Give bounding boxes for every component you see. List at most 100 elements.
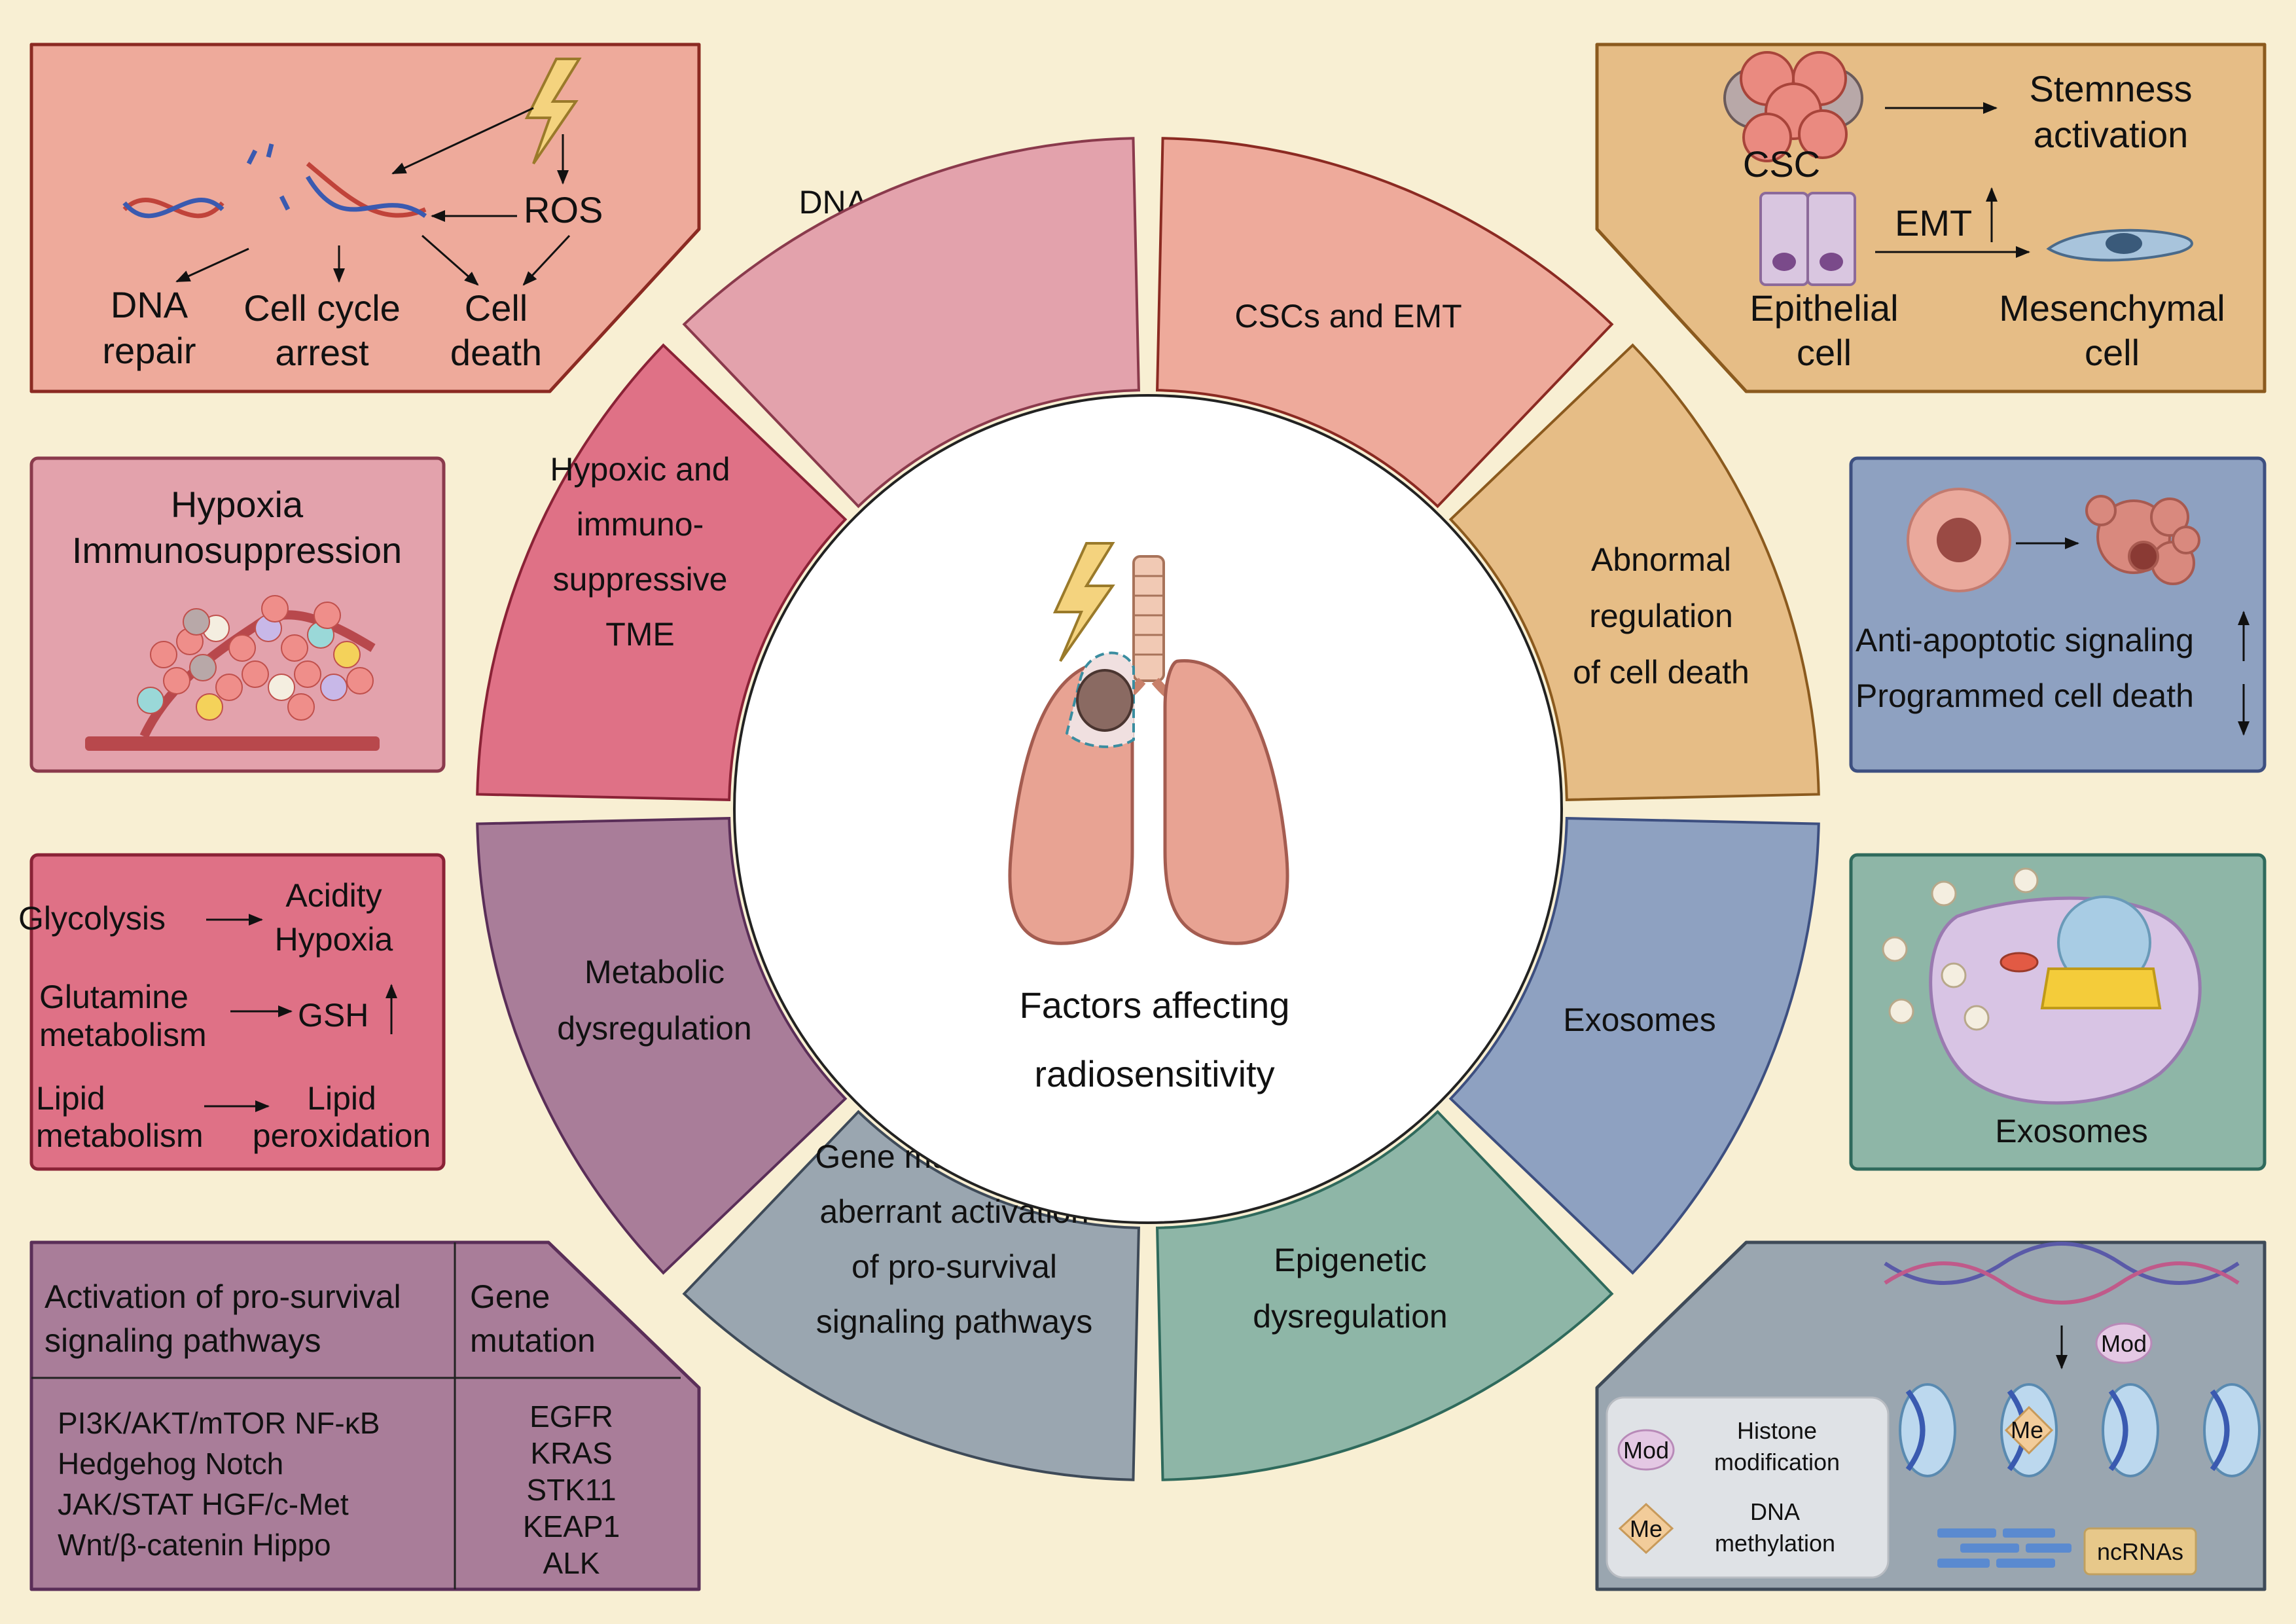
mod-legend-label: Mod bbox=[1623, 1437, 1669, 1464]
lightning-icon bbox=[1052, 542, 1115, 662]
segment-hyp-label-4: TME bbox=[605, 616, 675, 653]
pathway-item: JAK/STAT HGF/c-Met bbox=[58, 1487, 349, 1521]
panel-hypoxia: Hypoxia Immunosuppression bbox=[29, 456, 446, 773]
pathways-title-1: Activation of pro-survival bbox=[45, 1278, 401, 1315]
segment-hyp bbox=[682, 137, 1140, 509]
segment-meta-label-2: dysregulation bbox=[557, 1010, 751, 1047]
cell-cycle-label-1: Cell cycle bbox=[243, 287, 401, 329]
ncrnas-label: ncRNAs bbox=[2097, 1538, 2183, 1565]
panel-gene-mutation: Activation of pro-survival signaling pat… bbox=[29, 1240, 701, 1591]
pathway-item: Hedgehog Notch bbox=[58, 1447, 283, 1481]
glutamine-label-1: Glutamine bbox=[39, 979, 188, 1015]
me-legend-icon bbox=[1618, 1502, 1674, 1555]
segment-death bbox=[1448, 817, 1820, 1275]
cell-death-label-1: Cell bbox=[465, 287, 528, 329]
csc-cluster-icon bbox=[1723, 51, 1863, 162]
hypoxia-title-2: Immunosuppression bbox=[72, 530, 402, 571]
stemness-label-2: activation bbox=[2034, 114, 2189, 155]
exosome-vesicles bbox=[1882, 867, 2039, 1031]
pathway-item: PI3K/AKT/mTOR NF-κB bbox=[58, 1406, 380, 1440]
lipid-label-1: Lipid bbox=[36, 1080, 105, 1117]
segment-exo-label-1: Exosomes bbox=[1563, 1001, 1715, 1038]
ncrnas-badge bbox=[2083, 1527, 2197, 1576]
gene-item: EGFR bbox=[529, 1399, 613, 1434]
segment-hyp-label-3: suppressive bbox=[553, 561, 728, 598]
epithelial-label-1: Epithelial bbox=[1749, 287, 1898, 329]
segment-epi-label-1: Epigenetic bbox=[1274, 1242, 1427, 1278]
stemness-label-1: Stemness bbox=[2030, 68, 2193, 109]
dna-repair-label-1: DNA bbox=[111, 284, 188, 325]
segment-dna bbox=[1156, 137, 1614, 509]
pathway-item: Wnt/β-catenin Hippo bbox=[58, 1528, 331, 1562]
segment-gene bbox=[476, 817, 848, 1275]
gene-item: ALK bbox=[543, 1546, 600, 1580]
segment-hyp-label-1: Hypoxic and bbox=[550, 451, 730, 488]
dna-meth-label-2: methylation bbox=[1715, 1530, 1835, 1557]
segment-meta bbox=[476, 343, 848, 801]
segment-epi bbox=[682, 1110, 1140, 1481]
segment-hyp-label-2: immuno- bbox=[577, 506, 704, 543]
histone-label-2: modification bbox=[1714, 1449, 1840, 1475]
panel-epigenetic: Mod Me Mod Histone modification Me DNA m… bbox=[1595, 1240, 2267, 1591]
mesenchymal-label-2: cell bbox=[2085, 332, 2140, 373]
lungs-illustration bbox=[1008, 542, 1289, 945]
hypoxia-title-1: Hypoxia bbox=[171, 484, 304, 525]
lipid-out-label-1: Lipid bbox=[307, 1080, 376, 1117]
segment-gene-label-3: of pro-survival bbox=[852, 1248, 1057, 1285]
pathways-title-2: signaling pathways bbox=[45, 1322, 321, 1359]
glutamine-label-2: metabolism bbox=[39, 1017, 207, 1053]
gene-item: KEAP1 bbox=[523, 1509, 620, 1543]
center-title-line-1: Factors affecting bbox=[1020, 984, 1290, 1026]
tumor-icon bbox=[1076, 669, 1134, 732]
acidity-label: Acidity bbox=[285, 877, 382, 914]
panel-dna-damage: ROS DNA repair Cell cycle arrest Cell de… bbox=[29, 43, 701, 393]
csc-label: CSC bbox=[1743, 143, 1820, 185]
nucleosomes-icon: Me bbox=[1899, 1383, 2261, 1477]
histone-label-1: Histone bbox=[1737, 1417, 1817, 1444]
trachea-icon bbox=[1132, 555, 1165, 682]
center-title-line-2: radiosensitivity bbox=[1034, 1053, 1274, 1094]
gene-item: STK11 bbox=[526, 1473, 616, 1507]
segment-death-label-2: regulation bbox=[1589, 598, 1733, 634]
epithelial-cell-icon bbox=[1759, 192, 1856, 286]
segment-csc bbox=[1448, 343, 1820, 801]
segment-epi-label-2: dysregulation bbox=[1253, 1298, 1447, 1335]
segment-death-label-3: of cell death bbox=[1573, 654, 1749, 691]
dna-meth-label-1: DNA bbox=[1750, 1498, 1800, 1525]
mesenchymal-label-1: Mesenchymal bbox=[1999, 287, 2225, 329]
segment-csc-label-1: CSCs and EMT bbox=[1234, 298, 1462, 334]
me-badge-label: Me bbox=[2011, 1416, 2043, 1443]
gsh-label: GSH bbox=[298, 997, 368, 1034]
gene-mutation-title-1: Gene bbox=[470, 1278, 550, 1315]
center-circle bbox=[733, 394, 1563, 1224]
factor-ring: DNA damage repairand cell cycledysregula… bbox=[476, 137, 1820, 1481]
cell-cycle-label-2: arrest bbox=[275, 332, 369, 373]
lipid-label-2: metabolism bbox=[36, 1117, 204, 1154]
dna-repair-label-2: repair bbox=[102, 330, 196, 371]
cell-death-label-2: death bbox=[450, 332, 542, 373]
segment-death-label-1: Abnormal bbox=[1591, 541, 1731, 578]
me-legend-label: Me bbox=[1630, 1515, 1662, 1542]
dna-helix-icon bbox=[122, 143, 427, 219]
panel-csc-emt: CSC Stemness activation EMT Epithelial c… bbox=[1595, 43, 2267, 393]
lightning-icon bbox=[524, 58, 582, 165]
apoptotic-cell-icon bbox=[2085, 495, 2200, 585]
lipid-out-label-2: peroxidation bbox=[253, 1117, 431, 1154]
segment-meta-label-1: Metabolic bbox=[584, 954, 725, 990]
glycolysis-label: Glycolysis bbox=[18, 900, 166, 937]
anti-apoptotic-label: Anti-apoptotic signaling bbox=[1856, 622, 2194, 659]
emt-label: EMT bbox=[1895, 202, 1972, 244]
epigenetic-legend bbox=[1605, 1396, 1890, 1579]
segment-gene-label-4: signaling pathways bbox=[816, 1303, 1093, 1340]
exosomes-label: Exosomes bbox=[1995, 1113, 2147, 1149]
ros-label: ROS bbox=[524, 189, 603, 230]
gene-mutation-title-2: mutation bbox=[470, 1322, 596, 1359]
ncrna-strands-icon bbox=[1937, 1528, 2072, 1568]
segment-exo bbox=[1156, 1110, 1614, 1481]
hypoxia-label: Hypoxia bbox=[275, 921, 393, 958]
mod-badge-icon bbox=[2095, 1322, 2153, 1364]
mod-badge-label: Mod bbox=[2101, 1330, 2147, 1357]
dna-helix-icon bbox=[1884, 1242, 2240, 1305]
